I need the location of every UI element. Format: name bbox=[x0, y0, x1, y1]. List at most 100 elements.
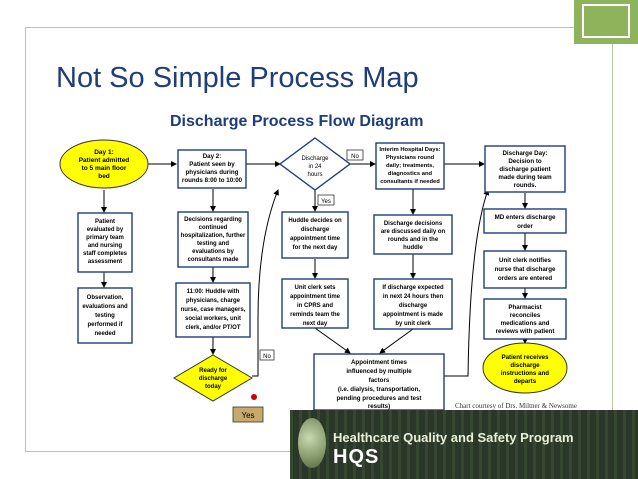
day2-line: rounds 8:00 to 10:00 bbox=[182, 177, 243, 184]
day2-line: Day 2: bbox=[203, 153, 222, 160]
yes-label-text: Yes bbox=[321, 199, 331, 205]
patient-eval-line: primary team bbox=[86, 235, 124, 241]
huddle1100-line: social workers, unit bbox=[185, 316, 241, 322]
patient-eval-line: staff completes bbox=[83, 251, 128, 257]
huddle1100-line: clerk, and/or PT/OT bbox=[185, 325, 240, 331]
decisions-line: continued bbox=[199, 225, 228, 231]
huddle-decides-line: Huddle decides on bbox=[288, 218, 342, 224]
unit-clerk-sets-line: reminds team the bbox=[290, 312, 340, 318]
ready-for-discharge-decision: Ready for discharge today bbox=[173, 354, 253, 402]
decisions-line: hospitalization, further bbox=[181, 233, 246, 239]
if-expected-box: If discharge expected in next 24 hours t… bbox=[373, 278, 453, 330]
decisions-line: evaluations by bbox=[192, 249, 234, 255]
discharge24-line: in 24 bbox=[308, 164, 322, 170]
pharmacist-line: medications and bbox=[501, 320, 550, 327]
if-expected-line: If discharge expected bbox=[382, 285, 444, 291]
ready-line: Ready for bbox=[199, 368, 227, 374]
discharge-day-line: Discharge Day: bbox=[502, 150, 547, 157]
day2-box: Day 2: Patient seen by physicians during… bbox=[177, 149, 247, 189]
appt-line: influenced by multiple bbox=[346, 368, 412, 375]
patient-receives-line: Patient receives bbox=[501, 354, 549, 361]
day1-line: Day 1: bbox=[94, 149, 114, 156]
interim-line: daily; treatments, bbox=[386, 163, 434, 169]
md-enters-line: order bbox=[517, 223, 533, 230]
day1-line: bed bbox=[98, 173, 110, 180]
no-label-1: No bbox=[346, 149, 364, 161]
patient-receives-line: instructions and bbox=[501, 370, 549, 377]
patient-receives-line: departs bbox=[514, 378, 537, 385]
footer-acronym: HQS bbox=[333, 446, 380, 468]
unit-clerk-notifies-line: Unit clerk notifies bbox=[499, 257, 551, 264]
discharge-decisions-line: rounds and in the bbox=[388, 237, 439, 243]
huddle-1100-box: 11:00: Huddle with physicians, charge nu… bbox=[175, 282, 251, 338]
unit-clerk-sets-box: Unit clerk sets appointment time in CPRS… bbox=[281, 278, 349, 329]
yes-label-1: Yes bbox=[317, 194, 335, 206]
chart-credit: Chart courtesy of Drs. Miltner & Newsome bbox=[455, 402, 577, 410]
appt-line: pending procedures and test bbox=[337, 395, 422, 402]
pharmacist-line: Pharmacist bbox=[508, 304, 541, 311]
observation-line: Observation, bbox=[87, 295, 124, 301]
unit-clerk-sets-line: appointment time bbox=[290, 294, 341, 300]
footer-program-name: Healthcare Quality and Safety Program bbox=[333, 430, 574, 445]
red-dot-marker bbox=[251, 394, 257, 400]
md-enters-box: MD enters discharge order bbox=[483, 208, 567, 234]
if-expected-line: in next 24 hours then bbox=[383, 294, 444, 300]
no-label-text: No bbox=[263, 354, 271, 360]
huddle1100-line: physicians, charge bbox=[186, 298, 241, 304]
discharge-day-line: made during team bbox=[498, 174, 552, 181]
footer-banner bbox=[290, 410, 638, 479]
decisions-box: Decisions regarding continued hospitaliz… bbox=[177, 211, 249, 268]
discharge-24-decision: Discharge in 24 hours bbox=[278, 137, 352, 191]
huddle-decides-line: discharge bbox=[301, 227, 330, 233]
patient-eval-line: and nursing bbox=[88, 243, 123, 249]
interim-line: Interim Hospital Days: bbox=[379, 147, 440, 153]
decisions-line: Decisions regarding bbox=[184, 217, 242, 223]
huddle-decides-box: Huddle decides on discharge appointment … bbox=[281, 211, 349, 259]
ready-line: discharge bbox=[199, 376, 228, 382]
discharge-decisions-line: are discussed daily on bbox=[381, 229, 446, 235]
unit-clerk-notifies-box: Unit clerk notifies nurse that discharge… bbox=[483, 250, 567, 289]
observation-box: Observation, evaluations and testing per… bbox=[77, 287, 133, 344]
interim-line: diagnostics and bbox=[388, 171, 433, 177]
unit-clerk-sets-line: in CPRS and bbox=[297, 303, 333, 309]
no-label-text: No bbox=[351, 154, 359, 160]
yes-label-text: Yes bbox=[241, 411, 254, 420]
patient-evaluated-box: Patient evaluated by primary team and nu… bbox=[77, 212, 133, 273]
discharge-decisions-line: Discharge decisions bbox=[384, 221, 443, 227]
md-enters-line: MD enters discharge bbox=[495, 214, 556, 221]
appointment-times-box: Appointment times influenced by multiple… bbox=[313, 353, 445, 411]
decisions-line: testing and bbox=[197, 241, 229, 247]
day1-line: Patient admitted bbox=[79, 157, 130, 164]
observation-line: needed bbox=[94, 331, 115, 337]
slide-title: Not So Simple Process Map bbox=[56, 62, 419, 94]
appt-line: results) bbox=[368, 403, 390, 410]
appt-line: Appointment times bbox=[351, 359, 408, 366]
observation-line: testing bbox=[95, 313, 115, 319]
pharmacist-line: reconciles bbox=[510, 312, 541, 319]
patient-receives-terminal: Patient receives discharge instructions … bbox=[482, 342, 568, 394]
day1-terminal: Day 1: Patient admitted to 5 main floor … bbox=[59, 139, 149, 189]
discharge24-line: Discharge bbox=[301, 156, 329, 162]
unit-clerk-sets-line: next day bbox=[303, 321, 328, 327]
interim-days-box: Interim Hospital Days: Physicians round … bbox=[375, 142, 445, 190]
discharge-day-line: rounds. bbox=[514, 182, 537, 189]
day1-line: to 5 main floor bbox=[82, 165, 127, 172]
discharge-day-line: Decision to bbox=[508, 158, 542, 165]
decisions-line: consultants made bbox=[187, 257, 239, 263]
top-bar bbox=[25, 0, 613, 27]
discharge-day-box: Discharge Day: Decision to discharge pat… bbox=[484, 145, 566, 193]
footer-texture bbox=[290, 410, 638, 479]
ready-line: today bbox=[205, 384, 222, 390]
pharmacist-line: reviews with patient bbox=[496, 328, 555, 335]
patient-eval-line: assessment bbox=[88, 259, 122, 265]
appt-line: (i.e. dialysis, transportation, bbox=[338, 386, 420, 393]
huddle-decides-line: for the next day bbox=[293, 245, 338, 251]
huddle1100-line: nurse, case managers, bbox=[181, 307, 246, 313]
if-expected-line: by unit clerk bbox=[395, 321, 431, 327]
yes-label-2: Yes bbox=[232, 406, 264, 423]
globe-logo-icon bbox=[298, 418, 326, 468]
huddle1100-line: 11:00: Huddle with bbox=[187, 289, 240, 295]
discharge24-line: hours bbox=[307, 172, 322, 178]
discharge-decisions-line: huddle bbox=[403, 245, 423, 251]
